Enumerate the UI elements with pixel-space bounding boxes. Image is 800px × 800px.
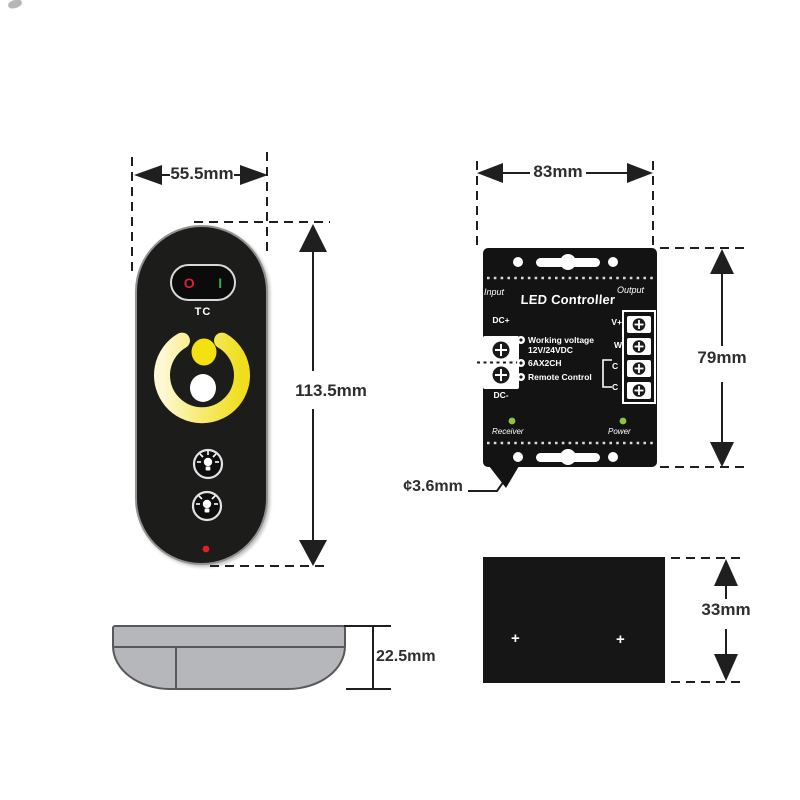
flange-perforation-lines	[487, 276, 653, 445]
input-terminal-block	[477, 336, 525, 389]
power-switch: O I	[170, 264, 236, 301]
spec-text: 6AX2CH	[528, 358, 562, 369]
spec-list: Working voltage 12V/24VDC 6AX2CH Remote …	[517, 335, 613, 385]
cool-dot	[190, 374, 216, 402]
terminal-label-vplus: V+	[611, 317, 622, 327]
spec-bullet-icon	[517, 372, 525, 381]
power-label: Power	[608, 427, 631, 436]
dc-plus-label: DC+	[492, 315, 510, 325]
brightness-up-button	[192, 448, 224, 480]
screw-terminal-icon	[627, 338, 651, 355]
spec-bullet-icon	[517, 359, 525, 368]
remote-thickness-dimension: 22.5mm	[376, 648, 436, 665]
channel-bracket	[602, 359, 612, 388]
brightness-down-button	[191, 490, 223, 522]
spec-bullet-icon	[517, 336, 525, 344]
tc-mode-label: TC	[194, 306, 212, 318]
controller-side-view	[483, 557, 665, 683]
screw-terminal-icon	[627, 360, 651, 377]
receiver-label: Receiver	[492, 427, 524, 436]
spec-text: Working voltage 12V/24VDC	[528, 335, 594, 356]
color-temp-ring	[154, 332, 250, 424]
controller-thickness-dimension: 33mm	[701, 600, 751, 619]
screw-plus-mark: +	[616, 631, 625, 648]
spec-item: 6AX2CH	[517, 358, 613, 368]
screw-terminal-icon	[492, 366, 510, 384]
input-label: Input	[484, 287, 505, 297]
output-label: Output	[617, 285, 645, 295]
brightness-down-icon	[196, 495, 218, 513]
hole-diameter-dimension: ¢3.6mm	[403, 478, 463, 495]
power-off-label: O	[183, 274, 195, 291]
output-terminal-block	[622, 310, 656, 404]
spec-item: Working voltage 12V/24VDC	[517, 335, 613, 355]
remote-width-dimension: 55.5mm	[170, 164, 234, 183]
warm-dot	[191, 338, 217, 366]
dc-minus-label: DC-	[493, 390, 509, 400]
brightness-up-icon	[197, 451, 219, 471]
hull-seam-line	[175, 646, 177, 688]
spec-item: Remote Control	[517, 372, 613, 382]
hull-parting-line	[114, 646, 344, 648]
screw-terminal-icon	[492, 341, 510, 359]
screw-plus-mark: +	[511, 630, 520, 647]
receiver-led	[508, 417, 516, 425]
power-on-label: I	[218, 274, 223, 291]
controller-title: LED Controller	[520, 292, 616, 307]
controller-width-dimension: 83mm	[533, 162, 583, 181]
mounting-holes	[513, 254, 618, 465]
screw-terminal-icon	[627, 316, 651, 333]
terminal-label-c2: C	[612, 382, 619, 392]
screw-terminal-icon	[627, 382, 651, 399]
dimension-arrowheads	[134, 163, 738, 681]
dimension-lines	[162, 172, 727, 690]
remote-height-dimension: 113.5mm	[295, 381, 367, 400]
terminal-label-w: W	[613, 340, 622, 350]
power-led	[619, 417, 627, 425]
indicator-led	[202, 545, 210, 553]
terminal-label-c1: C	[612, 361, 619, 371]
extension-dashed-lines	[131, 152, 748, 683]
hole-leader-line	[468, 466, 519, 492]
spec-text: Remote Control	[528, 371, 592, 382]
controller-height-dimension: 79mm	[697, 348, 747, 367]
